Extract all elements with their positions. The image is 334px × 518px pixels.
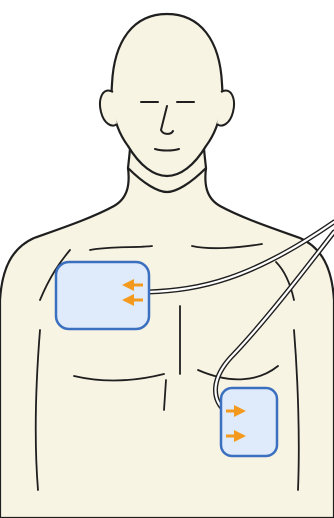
pad-body [56, 262, 149, 329]
torso [0, 168, 334, 518]
head [112, 14, 223, 176]
pad-body [221, 388, 277, 456]
right-upper-chest-pad [56, 262, 149, 329]
left-side-pad [221, 388, 277, 456]
